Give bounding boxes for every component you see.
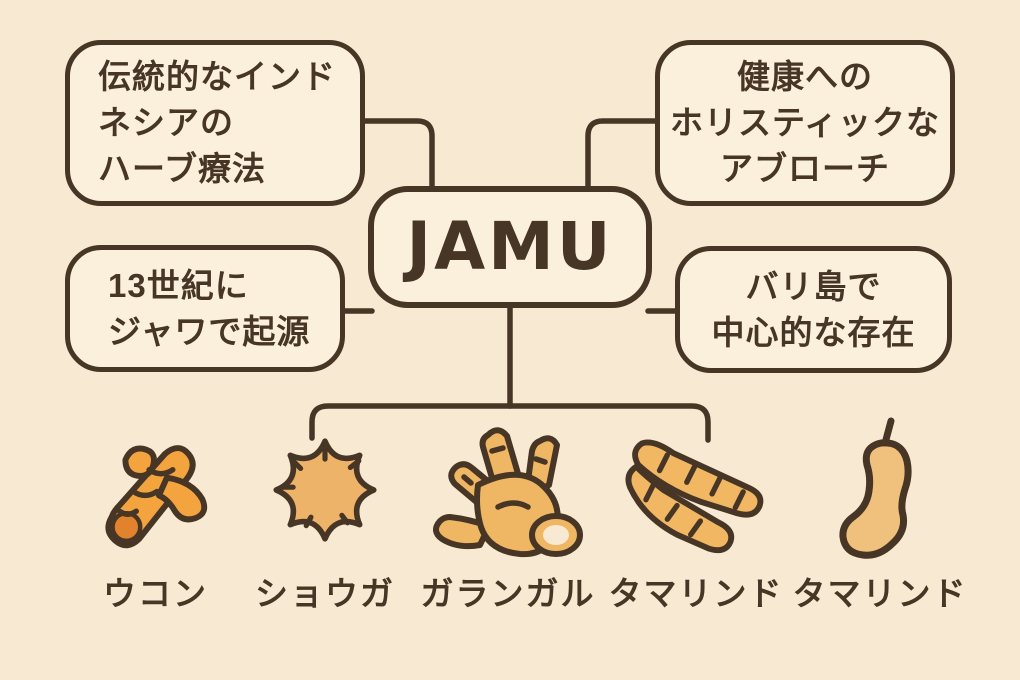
branch-text-line: 中心的な存在 xyxy=(711,313,916,351)
ingredient-label: タマリンド xyxy=(608,575,784,612)
ingredient-ginger: ショウガ xyxy=(245,415,405,615)
ingredient-label: ガランガル xyxy=(420,575,596,612)
ginger-root-icon xyxy=(250,415,400,565)
branch-text-line: ジャワで起源 xyxy=(108,312,311,350)
connector-bottom-bar xyxy=(309,403,711,443)
branch-text-line: バリ島で xyxy=(745,267,882,305)
turmeric-cut-end xyxy=(109,510,142,544)
ingredient-label: ショウガ xyxy=(255,575,395,612)
branch-text-line: アブローチ xyxy=(720,150,890,187)
tamarind-root-icon xyxy=(609,415,784,565)
center-node-jamu: JAMU xyxy=(368,186,652,308)
ingredient-tamarind-root: タマリンド xyxy=(606,415,786,615)
branch-text-line: ハーブ療法 xyxy=(98,150,267,187)
branch-node-traditional-herbal: 伝統的なインド ネシアの ハーブ療法 xyxy=(65,40,365,206)
branch-node-holistic-approach: 健康への ホリスティックな アブローチ xyxy=(655,40,955,206)
connector-top-right xyxy=(585,118,658,195)
branch-node-java-origin: 13世紀に ジャワで起源 xyxy=(65,245,345,372)
ingredient-label: タマリンド xyxy=(792,575,968,612)
tamarind-pod-icon xyxy=(824,415,936,565)
branch-text-line: ホリスティックな xyxy=(669,104,941,141)
branch-node-bali-central: バリ島で 中心的な存在 xyxy=(675,246,952,373)
branch-text-line: ネシアの xyxy=(98,104,234,141)
galangal-root-icon xyxy=(428,415,588,565)
ingredient-label: ウコン xyxy=(103,575,208,612)
ingredient-galangal: ガランガル xyxy=(420,415,596,615)
jamu-title: JAMU xyxy=(406,208,614,285)
branch-text-line: 健康への xyxy=(737,58,873,95)
ingredient-turmeric: ウコン xyxy=(78,415,233,615)
connector-top-left xyxy=(362,118,435,195)
branch-text-line: 13世紀に xyxy=(108,266,249,304)
branch-text-line: 伝統的なインド xyxy=(98,58,336,95)
turmeric-root-icon xyxy=(82,415,230,565)
ingredient-tamarind-pod: タマリンド xyxy=(792,415,968,615)
